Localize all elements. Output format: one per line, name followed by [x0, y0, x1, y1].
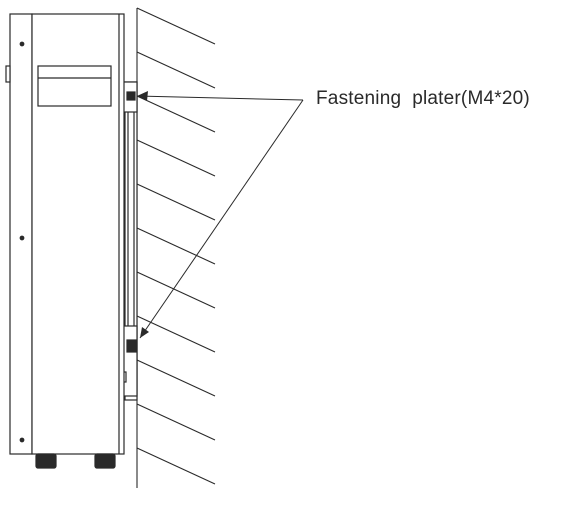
fastening-plate-label: Fastening plater(M4*20) [316, 88, 530, 109]
wall-hatching [136, 7, 216, 485]
side-screw-bottom [19, 437, 25, 443]
wall [136, 7, 216, 488]
side-screw-middle [19, 235, 25, 241]
arrowhead-lower [140, 327, 149, 338]
leader-to-lower-screw [139, 99, 304, 339]
foot-right [94, 453, 116, 469]
lower-screw [126, 339, 137, 353]
arrowhead-upper [137, 91, 148, 101]
inverter-display-window [37, 65, 112, 107]
inverter-unit [5, 13, 125, 469]
foot-left [35, 453, 57, 469]
bracket-rail [127, 99, 135, 331]
inverter-side-panel [9, 13, 33, 455]
upper-screw [126, 91, 136, 101]
side-screw-top [19, 41, 25, 47]
side-handle-bracket [5, 65, 11, 83]
callout-leaders [136, 95, 304, 339]
leader-to-upper-screw [136, 95, 304, 101]
callout-arrowheads [137, 91, 149, 338]
